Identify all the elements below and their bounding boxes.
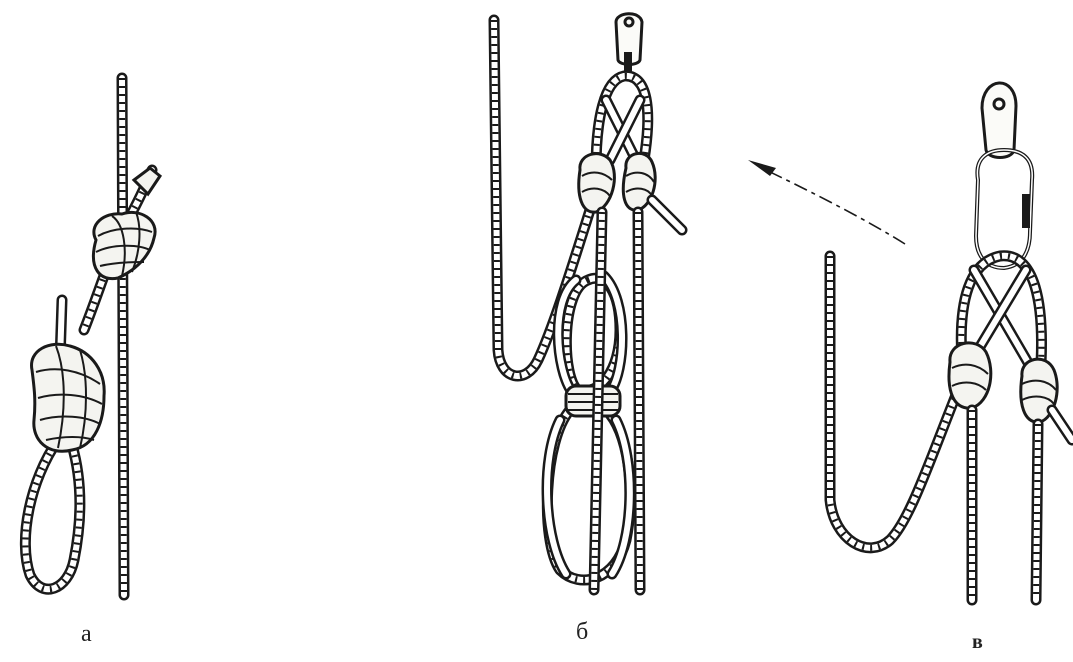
panel-a-standing-rope (122, 78, 124, 595)
direction-arrow (748, 160, 905, 244)
panel-c-left-rope (830, 256, 958, 548)
panel-c-descending-ropes (972, 410, 1038, 600)
panel-label-v: в (972, 632, 983, 652)
panel-a-illustration (25, 78, 160, 595)
panel-label-a: а (81, 622, 92, 646)
panel-b-left-rope (494, 20, 590, 376)
panel-label-b: б (576, 620, 588, 644)
panel-a-lower-knot (32, 344, 105, 451)
panel-b-knots (579, 153, 682, 230)
panel-c-illustration (830, 83, 1072, 600)
panel-b-illustration (494, 14, 682, 590)
panel-b-anchor-plate (616, 14, 642, 76)
panel-c-anchor-plate (982, 83, 1016, 158)
panel-b-rope-coil (547, 276, 630, 580)
